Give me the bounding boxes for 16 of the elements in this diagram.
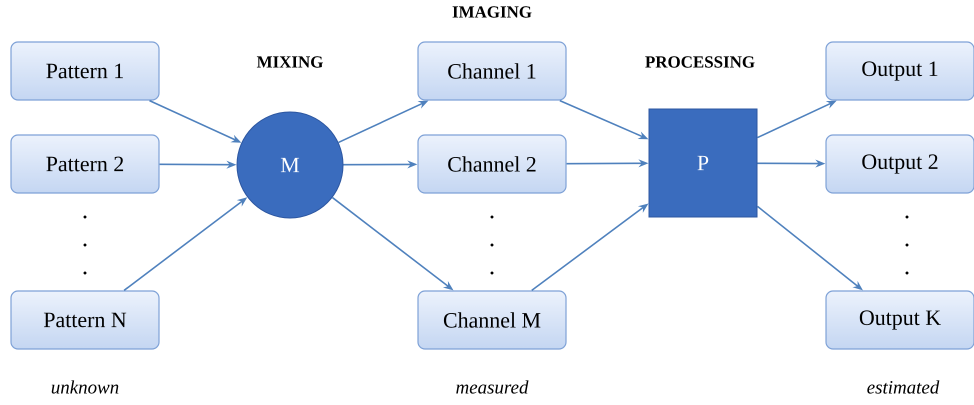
heading: MIXING [256, 56, 323, 68]
caption-text: measured [456, 380, 528, 394]
rounded-box: Output 1 [825, 41, 974, 101]
heading: IMAGING [452, 6, 532, 18]
rounded-box: Channel 2 [417, 134, 567, 194]
rounded-box: Channel 1 [417, 41, 567, 101]
heading: PROCESSING [645, 56, 755, 68]
rounded-box: Output 2 [825, 134, 974, 194]
caption-text: unknown [52, 380, 118, 394]
rounded-box: Pattern 2 [10, 134, 160, 194]
processing-square: P [648, 108, 758, 218]
rounded-box: Pattern N [10, 290, 160, 350]
rounded-box: Channel M [417, 290, 567, 350]
caption-text: estimated [867, 380, 940, 394]
rounded-box: Output K [825, 290, 974, 350]
rounded-box: Pattern 1 [10, 41, 160, 101]
